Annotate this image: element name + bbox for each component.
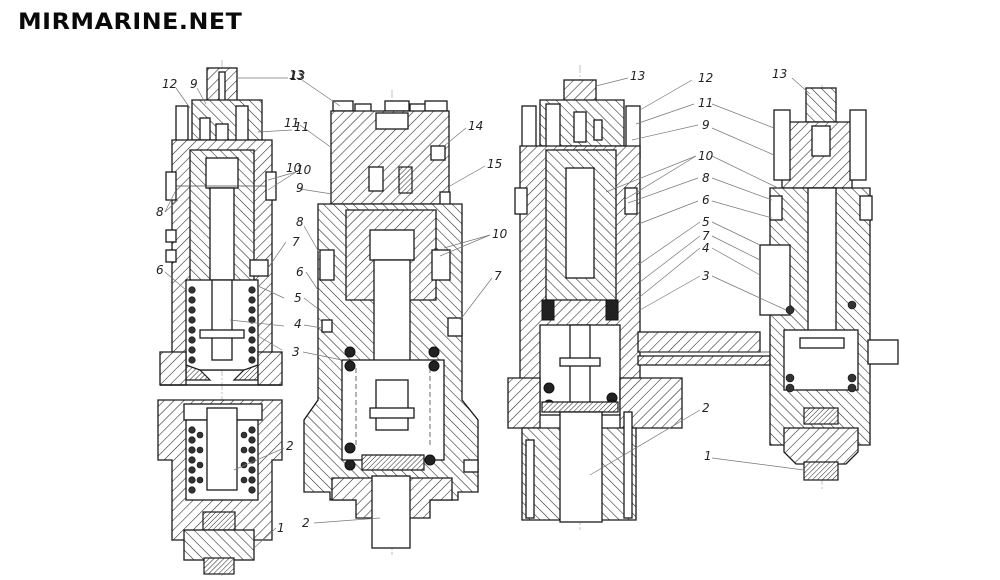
callout-v1-10: 10 [296,163,312,177]
callout-v1-13: 13 [290,69,305,83]
v2-pilot-valve [398,166,413,194]
callout-v2-6: 6 [296,265,304,279]
callout-v2-13: 13 [289,68,304,82]
callout-v3-1: 1 [704,449,712,463]
v3-plug-right [624,187,638,215]
callout-v2-10b: 10 [492,227,508,241]
callout-v3-9: 9 [702,118,710,132]
connecting-pipe [637,331,771,366]
v4-bolt-right [849,109,867,181]
v4-plug-right [859,195,873,221]
v4-inlet-fitting [805,87,837,123]
v3-plunger [559,411,603,523]
v2-port-14 [430,145,446,161]
v1-side-fitting [249,259,269,277]
callout-v2-11: 11 [284,116,299,130]
callout-v2-5: 5 [294,291,302,305]
callout-v3-4: 4 [702,241,710,255]
callout-v3-5: 5 [702,215,710,229]
v2-valve-chamber [369,229,415,261]
callout-v1-2: 2 [286,439,294,453]
section-view-1 [157,60,283,578]
callout-v3-12: 12 [698,71,713,85]
v2-output-rod [371,475,411,549]
callout-v1-8: 8 [156,205,164,219]
v1-lower-spring [188,426,256,494]
v4-plug-left [769,195,783,221]
v2-plug-right [431,249,451,281]
callout-v2-2: 2 [302,516,310,530]
v4-insert [803,407,839,425]
callout-v2-7b: 7 [494,269,502,283]
callout-v1-11: 11 [294,120,309,134]
site-watermark-logo: MIRMARINE.NET [18,10,243,35]
v1-upper-spring [188,286,256,364]
callout-v2-10a: 10 [286,161,302,175]
v1-valve-chamber [205,157,239,189]
callout-v2-14: 14 [468,119,483,133]
v4-base [783,427,859,465]
callout-v2-8: 8 [296,215,304,229]
callout-v1-6: 6 [156,263,164,277]
section-view-3 [507,65,683,530]
callout-v1-9: 9 [190,77,198,91]
callout-labels: 12 9 13 11 10 8 6 2 1 13 11 14 15 10 9 8… [156,67,787,535]
callout-v2-9: 9 [296,181,304,195]
callout-v3-8: 8 [702,171,710,185]
v4-bolt-left [773,109,791,181]
v1-end-nut [203,557,235,575]
leader-lines [164,77,811,549]
v2-check-valve [368,166,384,192]
pipe-upper-wall [637,331,761,353]
v1-end-cap [183,529,255,561]
callout-v1-1: 1 [277,521,285,535]
callout-v3-13: 13 [630,69,645,83]
v4-valve [811,125,831,157]
v3-inlet-fitting [563,79,597,103]
callout-v2-7a: 7 [292,235,300,249]
pipe-lower-wall [637,355,771,366]
v3-plug-left [514,187,528,215]
v1-stem [211,279,233,361]
callout-v2-3: 3 [292,345,300,359]
callout-v3-6: 6 [702,193,710,207]
callout-v2-4: 4 [294,317,302,331]
v1-lower-piston [206,407,238,491]
v1-insert [202,511,236,531]
section-view-2 [303,90,479,555]
v1-plug-right [265,171,277,201]
callout-v3-3: 3 [702,269,710,283]
callout-v3-11: 11 [698,96,713,110]
callout-v3-10: 10 [698,149,714,163]
callout-v3-2: 2 [702,401,710,415]
callout-v4-13: 13 [772,67,787,81]
v3-stem-bore [565,167,595,279]
v4-side-port [759,244,791,316]
callout-v1-12: 12 [162,77,177,91]
v4-end-nut [803,461,839,481]
v2-piston-rod [375,379,409,431]
callout-v2-15: 15 [487,157,502,171]
v4-side-fitting [867,339,899,365]
section-view-4 [759,85,899,490]
callout-v3-7: 7 [702,229,710,243]
v2-plug-left [319,249,335,281]
v1-plug-left [165,171,177,201]
